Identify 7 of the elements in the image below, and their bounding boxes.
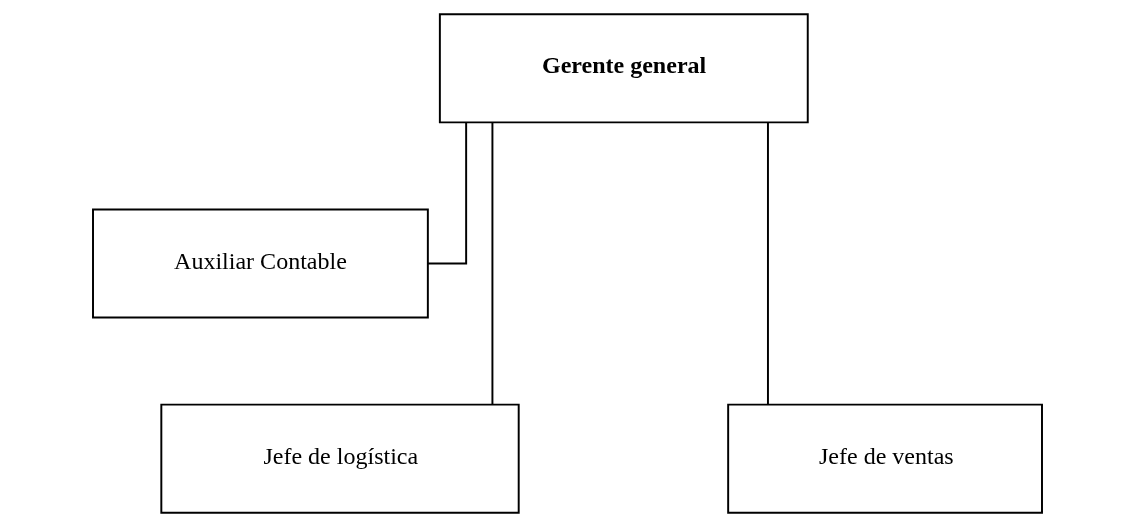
node-box: Auxiliar Contable [92,208,429,319]
connector [491,121,494,406]
connector [767,121,769,406]
node-box: Gerente general [438,13,809,124]
node-box: Jefe de ventas [727,403,1043,514]
node-box: Jefe de logística [160,403,520,514]
connector [426,121,468,265]
